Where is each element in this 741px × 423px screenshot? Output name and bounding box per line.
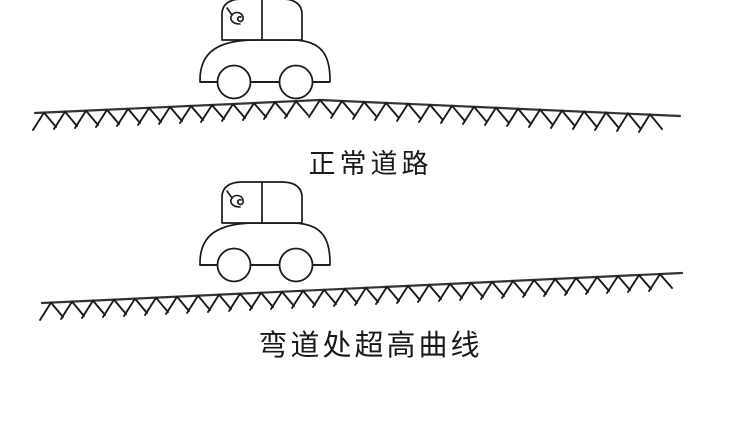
diagram-normal-road [32, 0, 682, 133]
car-superelevated-curve [199, 181, 331, 283]
caption-normal-road: 正常道路 [308, 149, 433, 179]
car-normal-road [199, 0, 331, 100]
ground-line-superelevated [40, 271, 684, 305]
caption-superelevated-curve: 弯道处超高曲线 [258, 330, 483, 362]
ground-hatching-normal [32, 99, 663, 133]
ground-hatching-superelevated [39, 273, 673, 321]
diagram-superelevated-curve [39, 181, 684, 321]
